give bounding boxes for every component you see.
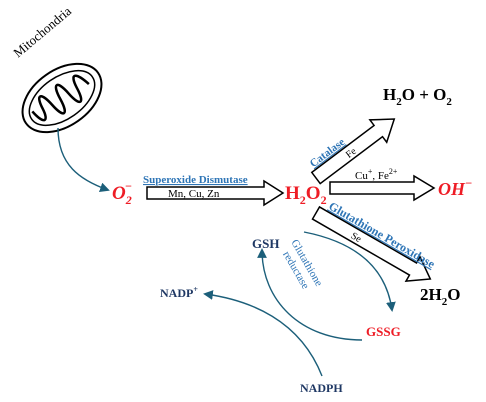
mitochondria-icon [21,62,103,134]
nadp-plus-label: NADP+ [160,285,198,300]
gssg-to-gsh-arrow [257,248,363,341]
sod-name: Superoxide Dismutase [143,174,248,186]
nadph-to-nadp-arrow [203,290,323,377]
glutathione-reductase-label: Glutathione reductase [280,238,325,292]
mitochondria-label: Mitochondria [10,3,74,60]
fenton-cofactors: Cu+, Fe2+ [355,167,398,182]
water-product: 2H2O [420,285,460,308]
hydroxyl-label: OH− [438,176,472,199]
h2o2-label: H2O2 [285,183,327,207]
sod-cofactors: Mn, Cu, Zn [168,188,220,200]
gpx-arrow: Glutathione Peroxidase Se [311,199,438,282]
gsh-label: GSH [252,236,279,251]
nadph-label: NADPH [300,381,343,395]
superoxide-label: O2− [112,179,132,207]
sod-arrow [146,179,285,207]
mitochondria-to-superoxide-arrow [57,127,110,192]
fenton-arrow [329,174,436,202]
gssg-label: GSSG [366,324,401,339]
gsh-to-gssg-arrow [303,231,396,312]
water-oxygen-product: H2O + O2 [383,85,452,108]
